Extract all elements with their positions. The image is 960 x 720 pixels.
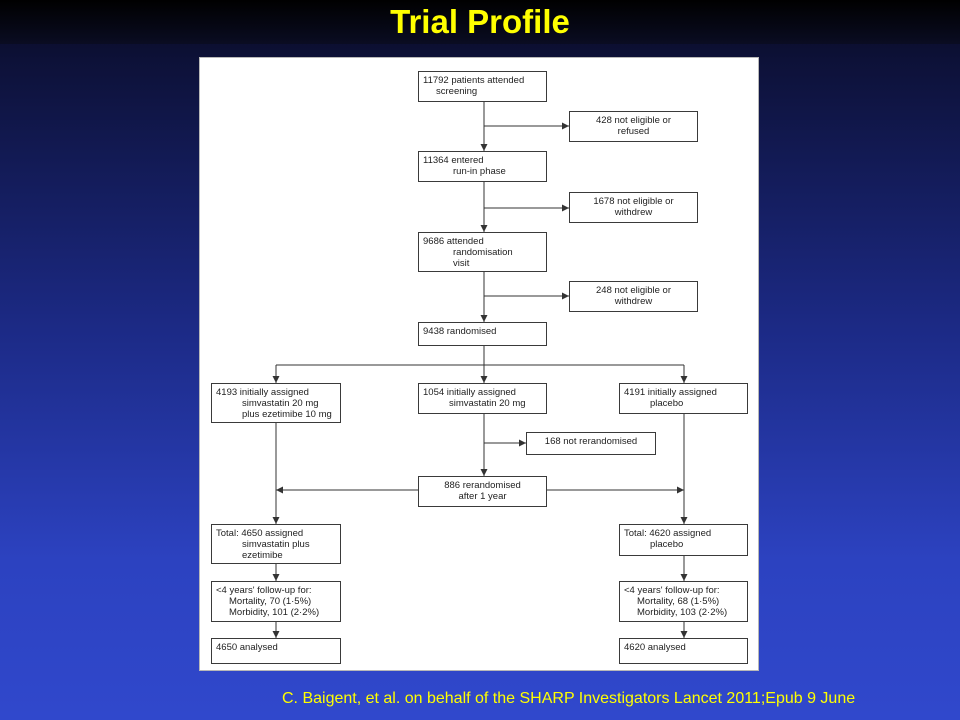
screening-box: 11792 patients attended screening: [418, 71, 547, 102]
arm-simva-box: 1054 initially assigned simvastatin 20 m…: [418, 383, 547, 414]
randomised-line-1: 9438 randomised: [423, 326, 497, 337]
randomised-box: 9438 randomised: [418, 322, 547, 346]
exclusion-3-line-1: 248 not eligible or: [596, 285, 671, 296]
arm-placebo-line-1: 4191 initially assigned: [624, 387, 717, 398]
rerandomised-box: 886 rerandomised after 1 year: [418, 476, 547, 507]
citation-text: C. Baigent, et al. on behalf of the SHAR…: [282, 690, 856, 707]
slide-title: Trial Profile: [390, 3, 570, 40]
exclusion-box-2: 1678 not eligible or withdrew: [569, 192, 698, 223]
not-rerandomised-box: 168 not rerandomised: [526, 432, 656, 455]
arm-combo-line-2: simvastatin 20 mg: [242, 398, 319, 409]
total-combo-box: Total: 4650 assigned simvastatin plus ez…: [211, 524, 341, 564]
followup-placebo-line-3: Morbidity, 103 (2·2%): [637, 607, 728, 618]
analysed-combo-line-1: 4650 analysed: [216, 642, 278, 653]
exclusion-1-line-2: refused: [617, 126, 650, 137]
randomisation-visit-box: 9686 attended randomisation visit: [418, 232, 547, 272]
total-combo-line-1: Total: 4650 assigned: [216, 528, 304, 539]
exclusion-2-line-1: 1678 not eligible or: [593, 196, 674, 207]
arm-simva-line-1: 1054 initially assigned: [423, 387, 516, 398]
total-placebo-box: Total: 4620 assigned placebo: [619, 524, 748, 556]
run-in-box: 11364 entered run-in phase: [418, 151, 547, 182]
arm-placebo-line-2: placebo: [650, 398, 684, 409]
screening-line-1: 11792 patients attended: [423, 75, 525, 86]
analysed-combo-box: 4650 analysed: [211, 638, 341, 664]
arm-combo-box: 4193 initially assigned simvastatin 20 m…: [211, 383, 341, 423]
total-combo-line-3: ezetimibe: [242, 550, 283, 561]
total-placebo-line-2: placebo: [650, 539, 684, 550]
arm-combo-line-1: 4193 initially assigned: [216, 387, 309, 398]
exclusion-3-line-2: withdrew: [614, 296, 653, 307]
arm-simva-line-2: simvastatin 20 mg: [449, 398, 526, 409]
analysed-placebo-line-1: 4620 analysed: [624, 642, 686, 653]
followup-placebo-line-1: <4 years' follow-up for:: [624, 585, 720, 596]
run-in-line-1: 11364 entered: [423, 155, 484, 166]
exclusion-1-line-1: 428 not eligible or: [596, 115, 671, 126]
run-in-line-2: run-in phase: [453, 166, 506, 177]
total-placebo-line-1: Total: 4620 assigned: [624, 528, 712, 539]
exclusion-box-1: 428 not eligible or refused: [569, 111, 698, 142]
randomisation-visit-line-3: visit: [453, 258, 470, 269]
screening-line-2: screening: [436, 86, 478, 97]
arm-placebo-box: 4191 initially assigned placebo: [619, 383, 748, 414]
not-rerandomised-line-1: 168 not rerandomised: [544, 436, 638, 447]
followup-placebo-box: <4 years' follow-up for: Mortality, 68 (…: [619, 581, 748, 622]
exclusion-box-3: 248 not eligible or withdrew: [569, 281, 698, 312]
total-combo-line-2: simvastatin plus: [242, 539, 310, 550]
followup-combo-box: <4 years' follow-up for: Mortality, 70 (…: [211, 581, 341, 622]
followup-placebo-line-2: Mortality, 68 (1·5%): [637, 596, 720, 607]
randomisation-visit-line-2: randomisation: [453, 247, 513, 258]
followup-combo-line-1: <4 years' follow-up for:: [216, 585, 312, 596]
exclusion-2-line-2: withdrew: [614, 207, 653, 218]
analysed-placebo-box: 4620 analysed: [619, 638, 748, 664]
randomisation-visit-line-1: 9686 attended: [423, 236, 484, 247]
rerandomised-line-1: 886 rerandomised: [444, 480, 521, 491]
followup-combo-line-3: Morbidity, 101 (2·2%): [229, 607, 320, 618]
rerandomised-line-2: after 1 year: [458, 491, 507, 502]
title-bar: [0, 0, 960, 44]
followup-combo-line-2: Mortality, 70 (1·5%): [229, 596, 312, 607]
arm-combo-line-3: plus ezetimibe 10 mg: [242, 409, 332, 420]
